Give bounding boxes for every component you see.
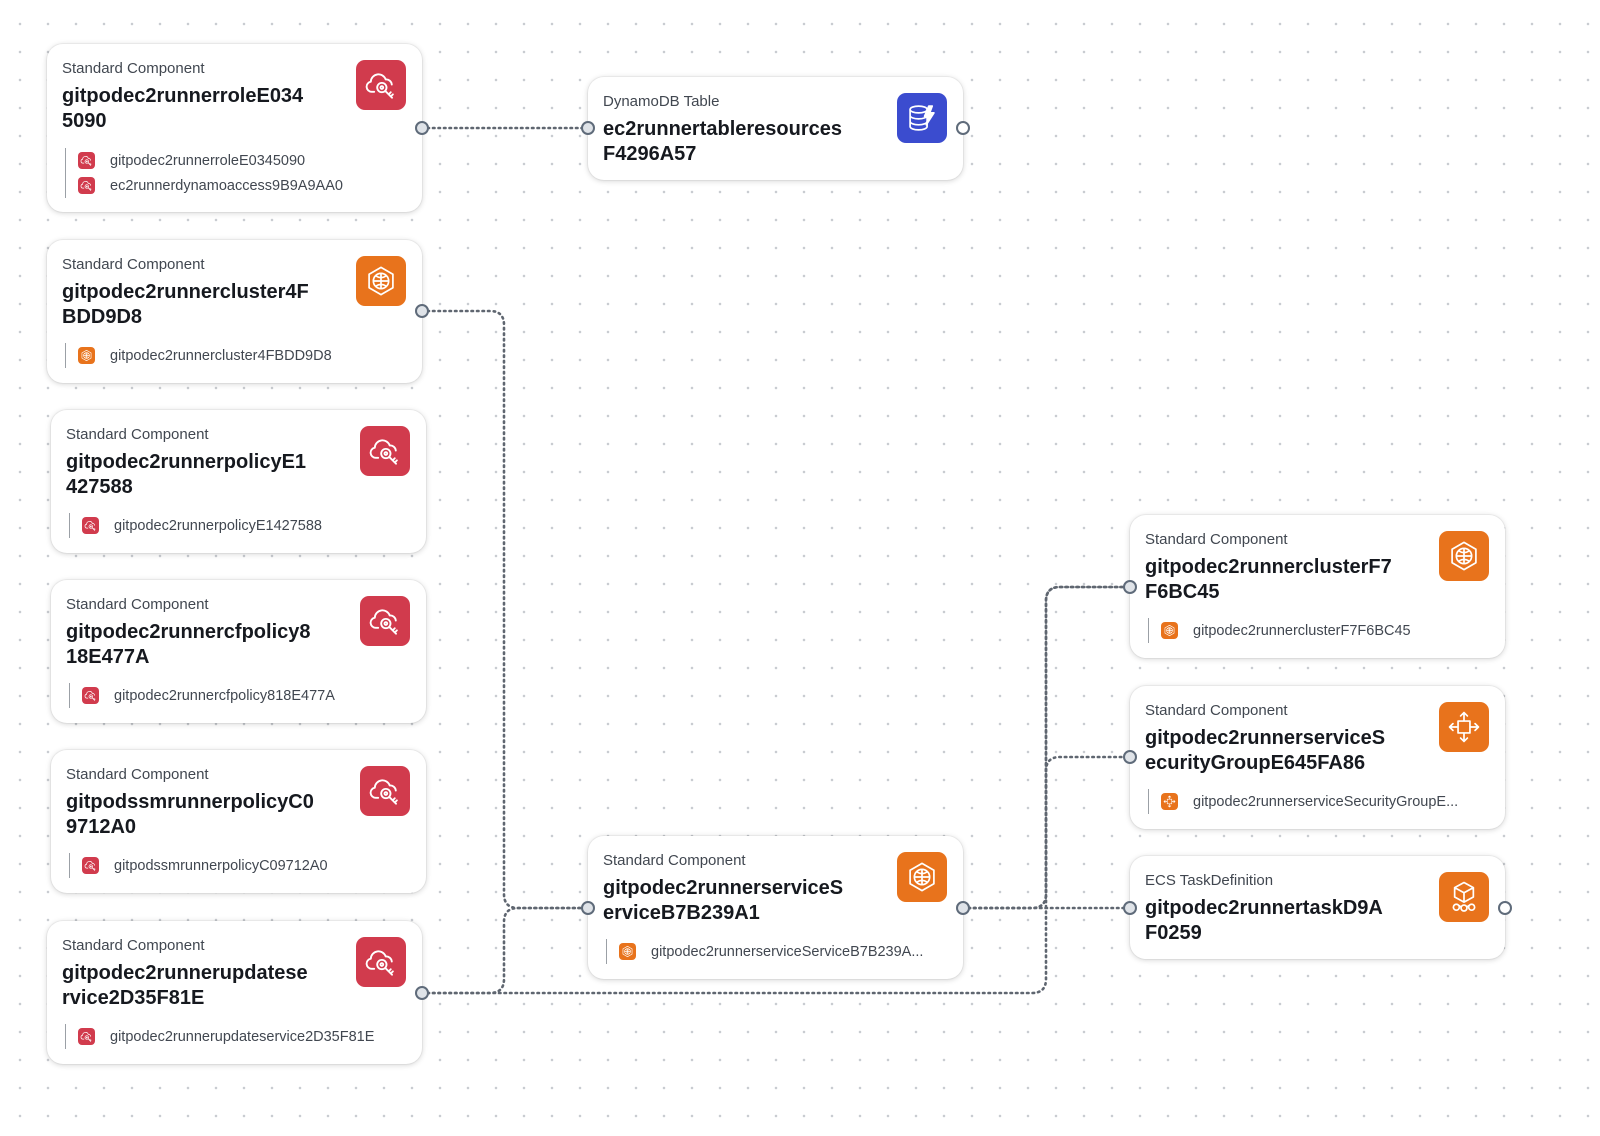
node-type-label: Standard Component <box>66 766 209 783</box>
iam-role-icon <box>356 60 406 110</box>
node-child-item[interactable]: ec2runnerdynamoaccess9B9A9AA0 <box>78 173 343 198</box>
node-card-policy[interactable]: Standard Component gitpodec2runnerpolicyE… <box>51 410 426 553</box>
node-title: gitpodssmrunnerpolicyC09712A0 <box>66 791 314 838</box>
node-title: gitpodec2runnertaskD9AF0259 <box>1145 897 1383 944</box>
iam-role-icon <box>82 687 99 704</box>
node-child-label: ec2runnerdynamoaccess9B9A9AA0 <box>110 177 343 194</box>
iam-role-icon <box>356 937 406 987</box>
node-children-list: gitpodec2runnerclusterF7F6BC45 <box>1148 618 1411 643</box>
ecs-cluster-icon <box>897 852 947 902</box>
node-child-item[interactable]: gitpodssmrunnerpolicyC09712A0 <box>82 853 328 878</box>
node-type-label: Standard Component <box>1145 702 1288 719</box>
node-child-item[interactable]: gitpodec2runnerpolicyE1427588 <box>82 513 322 538</box>
iam-role-icon <box>360 596 410 646</box>
node-card-task[interactable]: ECS TaskDefinition gitpodec2runnertaskD9A… <box>1130 856 1505 959</box>
edge-service-to-clusterf7 <box>961 585 1132 910</box>
node-title: gitpodec2runnerupdateservice2D35F81E <box>62 962 308 1009</box>
node-child-label: gitpodec2runnerserviceServiceB7B239A... <box>651 943 924 960</box>
node-children-list: gitpodec2runnercluster4FBDD9D8 <box>65 343 332 368</box>
node-card-clusterf7[interactable]: Standard Component gitpodec2runnercluster… <box>1130 515 1505 658</box>
connection-port-in[interactable] <box>581 121 595 135</box>
connection-port-out[interactable] <box>415 121 429 135</box>
iam-role-icon <box>82 517 99 534</box>
node-child-label: gitpodssmrunnerpolicyC09712A0 <box>114 857 328 874</box>
node-child-label: gitpodec2runnerserviceSecurityGroupE... <box>1193 793 1459 810</box>
security-group-icon <box>1161 793 1178 810</box>
edge-service-to-secgroup <box>961 755 1132 910</box>
node-child-item[interactable]: gitpodec2runnerserviceSecurityGroupE... <box>1161 789 1458 814</box>
node-child-label: gitpodec2runnerpolicyE1427588 <box>114 517 322 534</box>
node-children-list: gitpodec2runnerpolicyE1427588 <box>69 513 322 538</box>
connection-port-out[interactable] <box>415 986 429 1000</box>
node-card-secgroup[interactable]: Standard Component gitpodec2runnerservice… <box>1130 686 1505 829</box>
edge-cluster4f-to-service <box>420 309 590 910</box>
node-card-service[interactable]: Standard Component gitpodec2runnerservice… <box>588 836 963 979</box>
node-card-ssmpolicy[interactable]: Standard Component gitpodssmrunnerpolicyC… <box>51 750 426 893</box>
node-card-cluster4f[interactable]: Standard Component gitpodec2runnercluster… <box>47 240 422 383</box>
node-type-label: Standard Component <box>603 852 746 869</box>
node-title: gitpodec2runnerpolicyE1427588 <box>66 451 307 498</box>
node-type-label: Standard Component <box>62 937 205 954</box>
node-card-role[interactable]: Standard Component gitpodec2runnerroleE03… <box>47 44 422 212</box>
ecs-task-icon <box>1439 872 1489 922</box>
iam-role-icon <box>360 426 410 476</box>
node-child-label: gitpodec2runnercluster4FBDD9D8 <box>110 347 332 364</box>
node-child-item[interactable]: gitpodec2runnerclusterF7F6BC45 <box>1161 618 1411 643</box>
iam-role-icon <box>82 857 99 874</box>
node-card-cfpolicy[interactable]: Standard Component gitpodec2runnercfpolic… <box>51 580 426 723</box>
iam-role-icon <box>360 766 410 816</box>
node-title: ec2runnertableresourcesF4296A57 <box>603 118 843 165</box>
node-type-label: Standard Component <box>62 60 205 77</box>
node-title: gitpodec2runnerserviceSecurityGroupE645F… <box>1145 727 1386 774</box>
connection-port-out[interactable] <box>415 304 429 318</box>
ecs-cluster-icon <box>78 347 95 364</box>
ecs-cluster-icon <box>1439 531 1489 581</box>
node-type-label: Standard Component <box>66 426 209 443</box>
connection-port-out[interactable] <box>956 901 970 915</box>
node-child-item[interactable]: gitpodec2runnercfpolicy818E477A <box>82 683 335 708</box>
dynamodb-icon <box>897 93 947 143</box>
node-title: gitpodec2runnerserviceServiceB7B239A1 <box>603 877 844 924</box>
node-title: gitpodec2runnerclusterF7F6BC45 <box>1145 556 1392 603</box>
node-type-label: DynamoDB Table <box>603 93 720 110</box>
node-child-item[interactable]: gitpodec2runnercluster4FBDD9D8 <box>78 343 332 368</box>
node-child-label: gitpodec2runnerroleE0345090 <box>110 152 306 169</box>
node-child-label: gitpodec2runnercfpolicy818E477A <box>114 687 335 704</box>
ecs-cluster-icon <box>619 943 636 960</box>
node-child-item[interactable]: gitpodec2runnerroleE0345090 <box>78 148 343 173</box>
node-card-updateservice[interactable]: Standard Component gitpodec2runnerupdates… <box>47 921 422 1064</box>
connection-port-in[interactable] <box>581 901 595 915</box>
connection-port-in[interactable] <box>1123 750 1137 764</box>
node-title: gitpodec2runnercfpolicy818E477A <box>66 621 311 668</box>
node-child-label: gitpodec2runnerupdateservice2D35F81E <box>110 1028 375 1045</box>
ecs-cluster-icon <box>356 256 406 306</box>
node-children-list: gitpodec2runnerroleE0345090 ec2runnerdyna… <box>65 148 343 198</box>
security-group-icon <box>1439 702 1489 752</box>
node-children-list: gitpodssmrunnerpolicyC09712A0 <box>69 853 328 878</box>
ecs-cluster-icon <box>1161 622 1178 639</box>
node-children-list: gitpodec2runnerserviceSecurityGroupE... <box>1148 789 1458 814</box>
iam-role-icon <box>78 177 95 194</box>
node-children-list: gitpodec2runnerserviceServiceB7B239A... <box>606 939 923 964</box>
node-child-item[interactable]: gitpodec2runnerserviceServiceB7B239A... <box>619 939 923 964</box>
connection-port-in[interactable] <box>1123 901 1137 915</box>
node-title: gitpodec2runnerroleE0345090 <box>62 85 304 132</box>
connection-port-in[interactable] <box>1123 580 1137 594</box>
node-card-dynamo[interactable]: DynamoDB Table ec2runnertableresourcesF42… <box>588 77 963 180</box>
iam-role-icon <box>78 1028 95 1045</box>
node-type-label: Standard Component <box>1145 531 1288 548</box>
node-children-list: gitpodec2runnerupdateservice2D35F81E <box>65 1024 374 1049</box>
connection-port-out[interactable] <box>956 121 970 135</box>
node-title: gitpodec2runnercluster4FBDD9D8 <box>62 281 309 328</box>
node-children-list: gitpodec2runnercfpolicy818E477A <box>69 683 335 708</box>
node-type-label: ECS TaskDefinition <box>1145 872 1274 889</box>
node-child-label: gitpodec2runnerclusterF7F6BC45 <box>1193 622 1411 639</box>
node-child-item[interactable]: gitpodec2runnerupdateservice2D35F81E <box>78 1024 374 1049</box>
node-type-label: Standard Component <box>62 256 205 273</box>
node-type-label: Standard Component <box>66 596 209 613</box>
edge-updateservice-to-service <box>420 906 590 995</box>
connection-port-out[interactable] <box>1498 901 1512 915</box>
iam-role-icon <box>78 152 95 169</box>
